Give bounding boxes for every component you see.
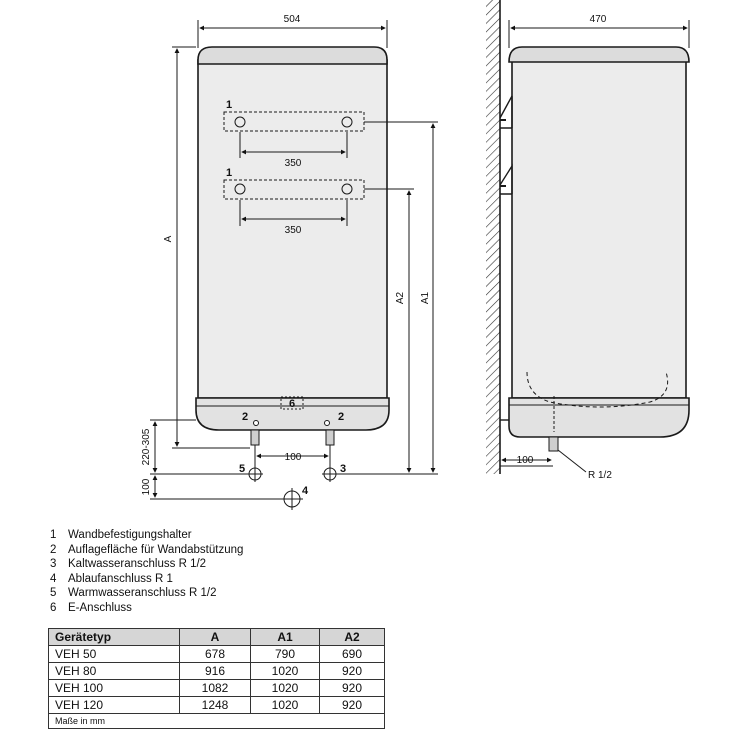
side-outlet-pipe (548, 436, 559, 452)
table-cell: 920 (319, 662, 385, 680)
table-cell: VEH 100 (48, 679, 180, 697)
support-marker-left: 2 (242, 411, 248, 423)
height-label-a1: A1 (420, 291, 431, 304)
electric-marker: 6 (289, 398, 295, 410)
legend-item: 1 Wandbefestigungshalter (50, 528, 243, 543)
outlet-range-label: 220-305 (141, 428, 152, 465)
legend-item: 5 Warmwasseranschluss R 1/2 (50, 586, 243, 601)
wall-bracket-upper (223, 111, 365, 132)
tank-top-cap (197, 46, 388, 65)
wall-bracket-lower (223, 179, 365, 200)
electric-connection-box (280, 396, 304, 410)
legend-text: Warmwasseranschluss R 1/2 (68, 587, 217, 600)
depth-dimension-label: 470 (590, 14, 607, 25)
warm-marker: 5 (239, 463, 245, 475)
legend-item: 6 E-Anschluss (50, 601, 243, 616)
table-cell: VEH 50 (48, 645, 180, 663)
header-a2: A2 (319, 628, 385, 646)
side-bracket-upper (499, 95, 513, 129)
table-cell: 690 (319, 645, 385, 663)
legend-item: 2 Auflagefläche für Wandabstützung (50, 543, 243, 558)
table-cell: VEH 120 (48, 696, 180, 714)
bracket-spacing-label-lower: 350 (285, 225, 302, 236)
bracket-marker-lower: 1 (226, 167, 232, 179)
side-view (486, 0, 690, 474)
legend-text: Wandbefestigungshalter (68, 529, 192, 541)
legend-item: 4 Ablaufanschluss R 1 (50, 572, 243, 587)
side-top-cap (508, 46, 690, 63)
side-heating-element-dashed (526, 371, 669, 408)
table-cell: 1020 (250, 662, 320, 680)
table-cell: VEH 80 (48, 662, 180, 680)
wall-offset-label: 100 (517, 455, 534, 466)
legend-number: 3 (50, 558, 57, 571)
header-geraetetyp: Gerätetyp (48, 628, 180, 646)
table-cell: 678 (179, 645, 251, 663)
height-label-a: A (163, 235, 174, 242)
side-bottom-cap (508, 397, 690, 438)
cold-water-pipe (325, 429, 335, 446)
unit-note: Maße in mm (48, 713, 385, 729)
cold-marker: 3 (340, 463, 346, 475)
bracket-marker-upper: 1 (226, 99, 232, 111)
legend-text: Kaltwasseranschluss R 1/2 (68, 558, 207, 571)
legend-list: 1 Wandbefestigungshalter 2 Auflagefläche fü… (50, 528, 243, 616)
table-cell: 920 (319, 696, 385, 714)
width-dimension-label: 504 (284, 14, 301, 25)
legend-number: 2 (50, 543, 57, 556)
table-cell: 1020 (250, 696, 320, 714)
legend-text: Auflagefläche für Wandabstützung (68, 543, 244, 556)
table-cell: 1082 (179, 679, 251, 697)
legend-number: 4 (50, 572, 57, 585)
height-label-a2: A2 (395, 291, 406, 304)
support-marker-right: 2 (338, 411, 344, 423)
table-cell: 790 (250, 645, 320, 663)
legend-number: 1 (50, 529, 57, 541)
side-tank-body (511, 57, 687, 399)
table-cell: 920 (319, 679, 385, 697)
header-a: A (179, 628, 251, 646)
outlet-spacing-label: 100 (285, 452, 302, 463)
legend-text: E-Anschluss (68, 601, 132, 614)
legend-number: 6 (50, 601, 57, 614)
table-cell: 1248 (179, 696, 251, 714)
front-view (150, 20, 438, 510)
spec-table-header-row: Gerätetyp A A1 A2 (48, 628, 385, 646)
bracket-spacing-label-upper: 350 (285, 158, 302, 169)
drain-offset-label: 100 (141, 478, 152, 495)
drain-marker: 4 (302, 485, 309, 497)
table-cell: 1020 (250, 679, 320, 697)
legend-number: 5 (50, 587, 57, 600)
wall-hatching (486, 0, 500, 474)
legend-item: 3 Kaltwasseranschluss R 1/2 (50, 557, 243, 572)
thread-label: R 1/2 (588, 470, 612, 481)
header-a1: A1 (250, 628, 320, 646)
side-bracket-lower (499, 163, 513, 195)
warm-water-pipe (250, 429, 260, 446)
table-cell: 916 (179, 662, 251, 680)
legend-text: Ablaufanschluss R 1 (68, 572, 173, 585)
